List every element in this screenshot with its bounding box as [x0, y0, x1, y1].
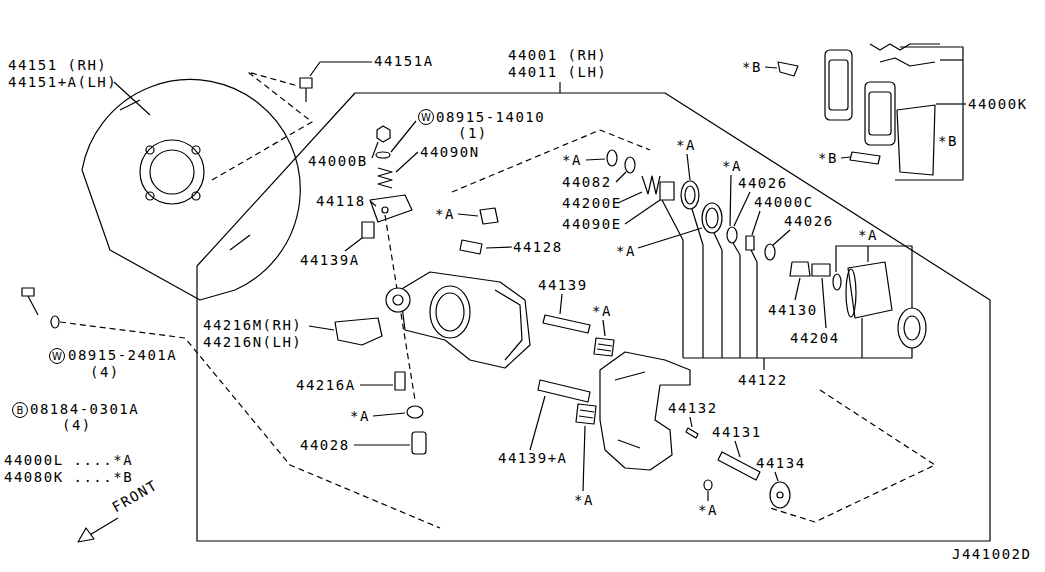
callout-label: 44090E	[562, 216, 622, 232]
callout-label: 44000K	[968, 96, 1028, 112]
callout-label: *B	[938, 133, 958, 149]
callout-label: 44118	[316, 193, 366, 209]
callout-label: (4)	[62, 417, 92, 433]
callout-label: 44026	[784, 213, 834, 229]
callout-label: 08915-2401A	[68, 347, 177, 363]
callout-label: 44000B	[308, 153, 368, 169]
callout-label: 44082	[562, 174, 612, 190]
callout-label: 44216A	[296, 377, 356, 393]
callout-label: 44139A	[300, 252, 360, 268]
callout-label: *A	[574, 492, 594, 508]
callout-label: 44080K ....*B	[4, 469, 133, 485]
circle-letter: B	[17, 405, 24, 416]
callout-label: *A	[616, 243, 636, 259]
callout-label: 44128	[513, 239, 563, 255]
circled-letter: W	[418, 109, 434, 125]
callout-label: 44216N(LH)	[203, 334, 302, 350]
callout-label: (4)	[90, 364, 120, 380]
splash-shield	[82, 80, 300, 300]
callout-label: 44131	[712, 424, 762, 440]
callout-label: *B	[742, 59, 762, 75]
callout-label: 44200E	[562, 195, 622, 211]
callout-label: 44132	[668, 400, 718, 416]
circled-letter: B	[12, 402, 28, 418]
callout-label: *A	[592, 303, 612, 319]
callout-label: 44151+A(LH)	[8, 74, 117, 90]
callout-label: *A	[858, 227, 878, 243]
callout-label: 44028	[300, 437, 350, 453]
callout-label: *A	[722, 158, 742, 174]
callout-label: 08184-0301A	[30, 401, 139, 417]
callout-label: (1)	[458, 125, 488, 141]
callout-label: 44122	[738, 372, 788, 388]
callout-label: *A	[676, 137, 696, 153]
callout-label: 44026	[738, 175, 788, 191]
callout-label: *A	[562, 152, 582, 168]
callout-label: *A	[435, 206, 455, 222]
callout-label: 44139+A	[498, 450, 568, 466]
callout-label: *A	[698, 502, 718, 518]
callout-label: *B	[818, 150, 838, 166]
callout-label: *A	[350, 408, 370, 424]
callout-label: 44139	[538, 277, 588, 293]
callout-label: 44000C	[754, 194, 814, 210]
callout-label: 44090N	[420, 144, 480, 160]
callout-label: 44001 (RH)	[508, 47, 607, 63]
circled-letter: W	[49, 348, 65, 364]
circle-letter: W	[421, 112, 431, 123]
circle-letter: W	[52, 351, 62, 362]
callout-label: 44151 (RH)	[8, 57, 107, 73]
callout-label: 44204	[790, 330, 840, 346]
callout-label: 44130	[768, 302, 818, 318]
callout-label: 08915-14010	[436, 109, 545, 125]
callout-label: 44000L ....*A	[4, 452, 133, 468]
callout-label: 44151A	[374, 53, 434, 69]
callout-label: 44216M(RH)	[203, 317, 302, 333]
callout-label: 44134	[756, 455, 806, 471]
caliper-body	[386, 272, 530, 368]
callout-label: 44011 (LH)	[508, 64, 607, 80]
callout-label: J441002D	[952, 546, 1031, 562]
